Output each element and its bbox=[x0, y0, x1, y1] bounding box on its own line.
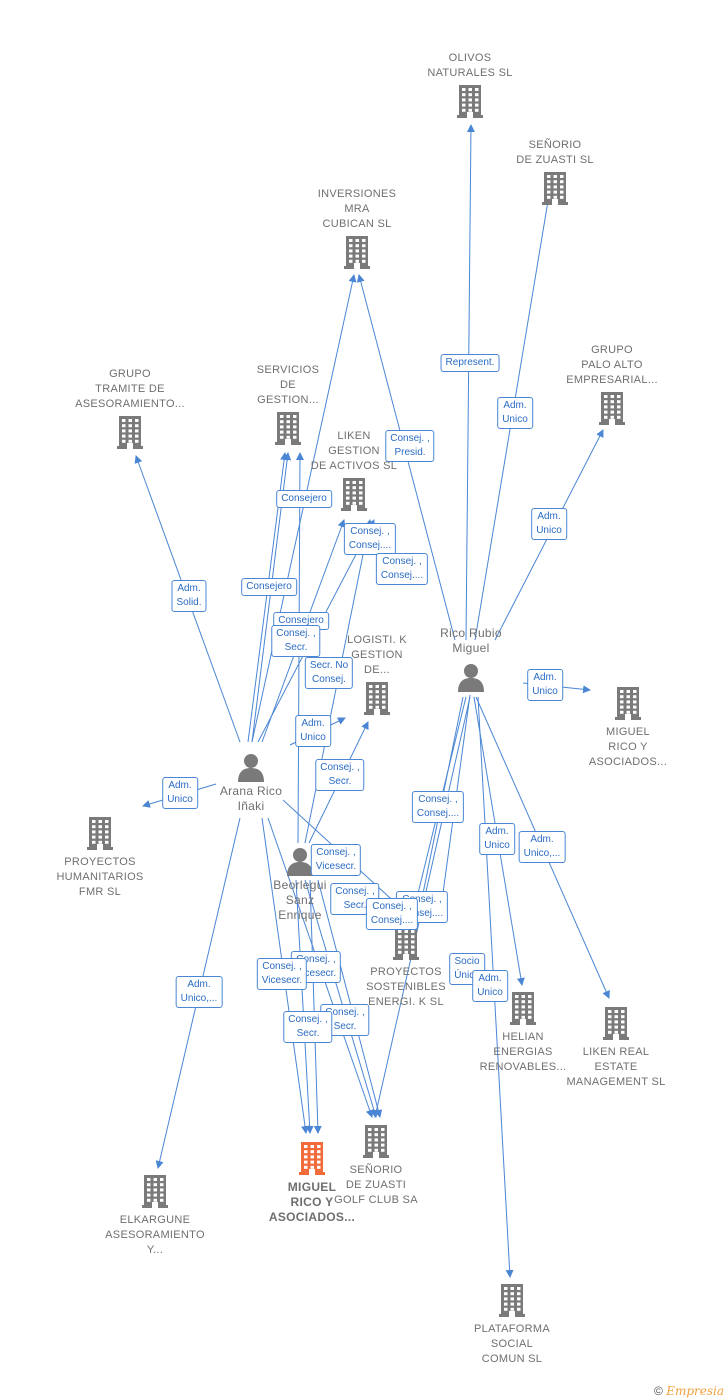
company-label: MIGUEL RICO Y ASOCIADOS... bbox=[268, 1180, 356, 1224]
company-node-grupo-palo[interactable]: GRUPO PALO ALTO EMPRESARIAL... bbox=[566, 343, 658, 388]
brand-name: Empresia bbox=[666, 1384, 724, 1398]
relation-label-r11[interactable]: Consej. , Secr. bbox=[271, 625, 321, 657]
company-building-icon[interactable] bbox=[597, 390, 627, 431]
relation-label-r15[interactable]: Adm. Unico bbox=[162, 777, 198, 809]
company-label: LOGISTI. K GESTION DE... bbox=[347, 634, 407, 676]
company-label: MIGUEL RICO Y ASOCIADOS... bbox=[588, 726, 668, 768]
company-building-icon[interactable] bbox=[342, 234, 372, 275]
company-node-helian[interactable]: HELIAN ENERGIAS RENOVABLES... bbox=[480, 1030, 567, 1075]
company-label: PROYECTOS SOSTENIBLES ENERGI. K SL bbox=[366, 966, 446, 1008]
company-label: LIKEN GESTION DE ACTIVOS SL bbox=[310, 430, 398, 472]
company-label: PROYECTOS HUMANITARIOS FMR SL bbox=[56, 856, 144, 898]
company-label: LIKEN REAL ESTATE MANAGEMENT SL bbox=[566, 1046, 666, 1088]
person-icon[interactable] bbox=[236, 752, 266, 787]
copyright-symbol: © bbox=[654, 1384, 663, 1398]
company-node-senorio-golf[interactable]: SEÑORIO DE ZUASTI GOLF CLUB SA bbox=[334, 1163, 418, 1208]
company-node-miguel-rico-main[interactable]: MIGUEL RICO Y ASOCIADOS... bbox=[269, 1180, 355, 1225]
person-node-arana[interactable]: Arana Rico Iñaki bbox=[220, 784, 282, 814]
relationship-line bbox=[465, 124, 475, 641]
footer-brand: © Empresia bbox=[654, 1384, 724, 1398]
relation-label-r19[interactable]: Adm. Unico,... bbox=[518, 831, 566, 863]
relationship-line bbox=[251, 274, 357, 743]
company-label: SEÑORIO DE ZUASTI GOLF CLUB SA bbox=[334, 1164, 418, 1206]
company-node-senorio-zuasti[interactable]: SEÑORIO DE ZUASTI SL bbox=[516, 138, 594, 168]
company-node-olivos[interactable]: OLIVOS NATURALES SL bbox=[427, 51, 512, 81]
company-building-icon[interactable] bbox=[361, 1123, 391, 1164]
company-label: HELIAN ENERGIAS RENOVABLES... bbox=[479, 1031, 567, 1073]
company-building-icon[interactable] bbox=[391, 925, 421, 966]
relation-label-r20[interactable]: Consej. , Vicesecr. bbox=[310, 844, 362, 876]
relation-label-r13[interactable]: Adm. Unico bbox=[295, 715, 331, 747]
relation-label-r18[interactable]: Adm. Unico bbox=[479, 823, 515, 855]
company-node-miguel-rico-asoc-right[interactable]: MIGUEL RICO Y ASOCIADOS... bbox=[589, 725, 667, 770]
company-building-icon[interactable] bbox=[85, 815, 115, 856]
company-building-icon[interactable] bbox=[613, 685, 643, 726]
company-building-icon[interactable] bbox=[601, 1005, 631, 1046]
company-node-inversiones[interactable]: INVERSIONES MRA CUBICAN SL bbox=[318, 187, 397, 232]
relation-label-r4[interactable]: Adm. Unico bbox=[531, 508, 567, 540]
company-building-icon[interactable] bbox=[508, 990, 538, 1031]
company-label: ELKARGUNE ASESORAMIENTO Y... bbox=[105, 1214, 205, 1256]
person-node-rico-rubio[interactable]: Rico Rubio Miguel bbox=[440, 626, 502, 656]
person-icon[interactable] bbox=[285, 846, 315, 881]
relationship-line bbox=[309, 879, 322, 1134]
company-label: SERVICIOS DE GESTION... bbox=[256, 364, 320, 406]
relation-label-r5[interactable]: Consejero bbox=[276, 490, 332, 508]
relationship-line bbox=[317, 879, 383, 1118]
company-building-icon[interactable] bbox=[362, 680, 392, 721]
relation-label-r14[interactable]: Adm. Unico bbox=[527, 669, 563, 701]
relation-label-r30[interactable]: Consej. , Secr. bbox=[283, 1011, 333, 1043]
person-label: Beorlegui Sanz Enrique bbox=[273, 878, 327, 922]
relation-label-r12[interactable]: Secr. No Consej. bbox=[304, 657, 354, 689]
relation-label-r26[interactable]: Adm. Unico,... bbox=[175, 976, 223, 1008]
relation-label-r6[interactable]: Consej. , Consej.... bbox=[343, 523, 397, 555]
company-building-icon[interactable] bbox=[540, 170, 570, 211]
person-icon[interactable] bbox=[456, 662, 486, 697]
company-building-icon[interactable] bbox=[297, 1140, 327, 1181]
company-node-proyectos-hum[interactable]: PROYECTOS HUMANITARIOS FMR SL bbox=[56, 855, 143, 900]
relation-label-r25[interactable]: Adm. Unico bbox=[472, 970, 508, 1002]
person-node-beorlegui[interactable]: Beorlegui Sanz Enrique bbox=[273, 878, 326, 923]
company-label: OLIVOS NATURALES SL bbox=[427, 52, 513, 79]
company-node-plataforma[interactable]: PLATAFORMA SOCIAL COMUN SL bbox=[474, 1322, 550, 1367]
company-label: SEÑORIO DE ZUASTI SL bbox=[516, 139, 594, 166]
company-node-elkargune[interactable]: ELKARGUNE ASESORAMIENTO Y... bbox=[105, 1213, 205, 1258]
relation-label-r23[interactable]: Consej. , Consej.... bbox=[365, 898, 419, 930]
company-label: GRUPO PALO ALTO EMPRESARIAL... bbox=[566, 344, 658, 386]
company-building-icon[interactable] bbox=[455, 83, 485, 124]
relation-label-r1[interactable]: Represent. bbox=[440, 354, 500, 372]
person-label: Rico Rubio Miguel bbox=[440, 626, 502, 655]
relation-label-r9[interactable]: Consejero bbox=[241, 578, 297, 596]
relation-label-r16[interactable]: Consej. , Secr. bbox=[315, 759, 365, 791]
relation-label-r17[interactable]: Consej. , Consej.... bbox=[411, 791, 465, 823]
relation-label-r3[interactable]: Consej. , Presid. bbox=[385, 430, 435, 462]
company-node-proyectos-sost[interactable]: PROYECTOS SOSTENIBLES ENERGI. K SL bbox=[366, 965, 446, 1010]
company-building-icon[interactable] bbox=[339, 476, 369, 517]
company-building-icon[interactable] bbox=[497, 1282, 527, 1323]
person-label: Arana Rico Iñaki bbox=[219, 784, 283, 813]
company-building-icon[interactable] bbox=[115, 414, 145, 455]
relationship-line bbox=[295, 879, 314, 1134]
relationship-line bbox=[304, 879, 378, 1118]
company-label: PLATAFORMA SOCIAL COMUN SL bbox=[474, 1323, 550, 1365]
company-node-servicios[interactable]: SERVICIOS DE GESTION... bbox=[257, 363, 319, 408]
company-node-grupo-tramite[interactable]: GRUPO TRAMITE DE ASESORAMIENTO... bbox=[75, 367, 185, 412]
company-label: INVERSIONES MRA CUBICAN SL bbox=[317, 188, 397, 230]
relation-label-r2[interactable]: Adm. Unico bbox=[497, 397, 533, 429]
company-node-liken-gestion[interactable]: LIKEN GESTION DE ACTIVOS SL bbox=[311, 429, 397, 474]
company-building-icon[interactable] bbox=[273, 410, 303, 451]
company-building-icon[interactable] bbox=[140, 1173, 170, 1214]
relation-label-r28[interactable]: Consej. , Vicesecr. bbox=[256, 958, 308, 990]
relation-label-r8[interactable]: Adm. Solid. bbox=[171, 580, 207, 612]
company-node-liken-real[interactable]: LIKEN REAL ESTATE MANAGEMENT SL bbox=[566, 1045, 665, 1090]
company-label: GRUPO TRAMITE DE ASESORAMIENTO... bbox=[75, 368, 185, 410]
company-node-logisti[interactable]: LOGISTI. K GESTION DE... bbox=[347, 633, 407, 678]
relation-label-r7[interactable]: Consej. , Consej.... bbox=[375, 553, 429, 585]
